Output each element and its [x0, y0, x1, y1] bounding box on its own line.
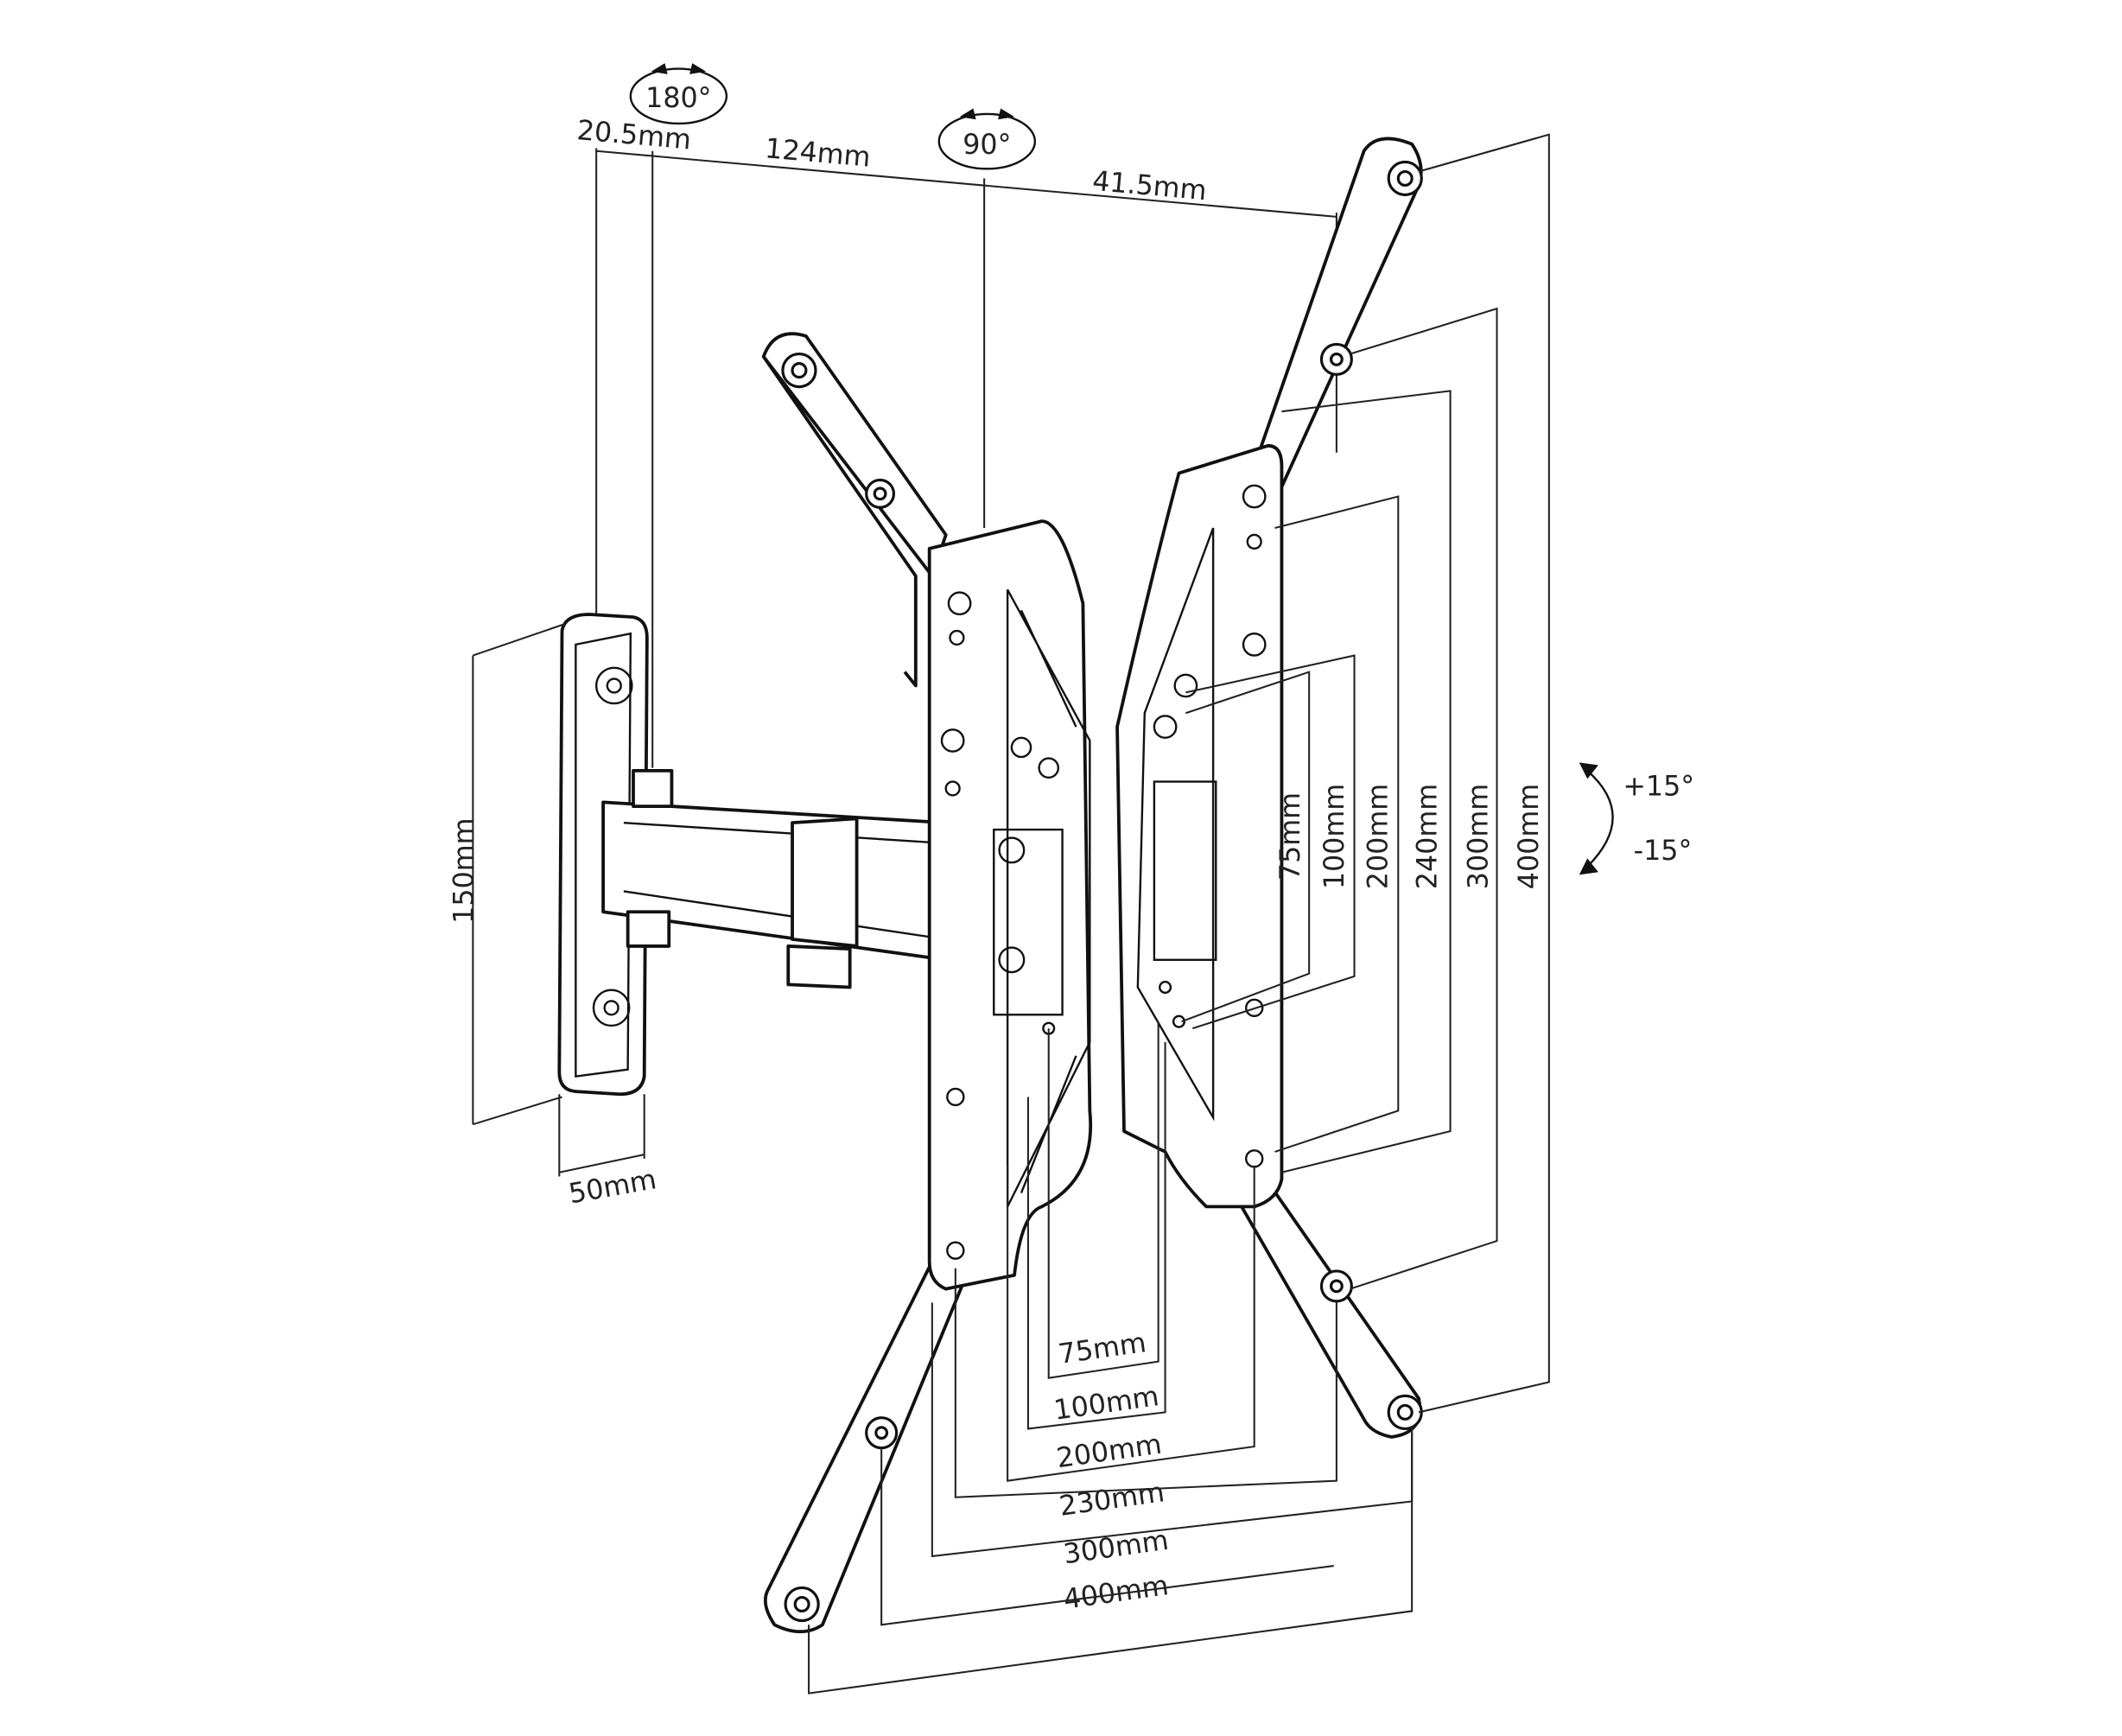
vesa-arms — [761, 137, 1423, 1634]
swing-arm — [601, 768, 948, 989]
horizontal-vesa-lines — [808, 1021, 1414, 1695]
hdim-300: 300mm — [1062, 1525, 1171, 1571]
vdim-400: 400mm — [1514, 784, 1545, 889]
vertical-vesa-lines — [1181, 133, 1550, 1414]
swivel-180-indicator: 180° — [629, 63, 728, 125]
swivel-plate-label: 90° — [963, 130, 1011, 161]
vdim-200: 200mm — [1363, 784, 1395, 889]
tv-plates — [927, 443, 1284, 1291]
swivel-90-indicator: 90° — [937, 108, 1037, 170]
vdim-75: 75mm — [1275, 792, 1306, 881]
dim-50: 50mm — [567, 1164, 659, 1210]
dim-41-5: 41.5mm — [1091, 166, 1208, 207]
dim-20-5: 20.5mm — [575, 115, 692, 156]
hdim-400: 400mm — [1062, 1570, 1171, 1616]
tilt-up-label: +15° — [1623, 771, 1694, 802]
swivel-wall-label: 180° — [645, 83, 711, 114]
tilt-indicator — [1579, 762, 1614, 875]
dim-150: 150mm — [448, 818, 480, 924]
vdim-100: 100mm — [1319, 784, 1350, 889]
vdim-300: 300mm — [1463, 784, 1494, 889]
wall-plate-dimensions — [472, 623, 645, 1177]
hdim-230: 230mm — [1058, 1477, 1166, 1523]
vdim-240: 240mm — [1413, 784, 1444, 889]
tilt-down-label: -15° — [1634, 836, 1693, 867]
hdim-75: 75mm — [1057, 1327, 1148, 1370]
hdim-200: 200mm — [1055, 1429, 1164, 1475]
